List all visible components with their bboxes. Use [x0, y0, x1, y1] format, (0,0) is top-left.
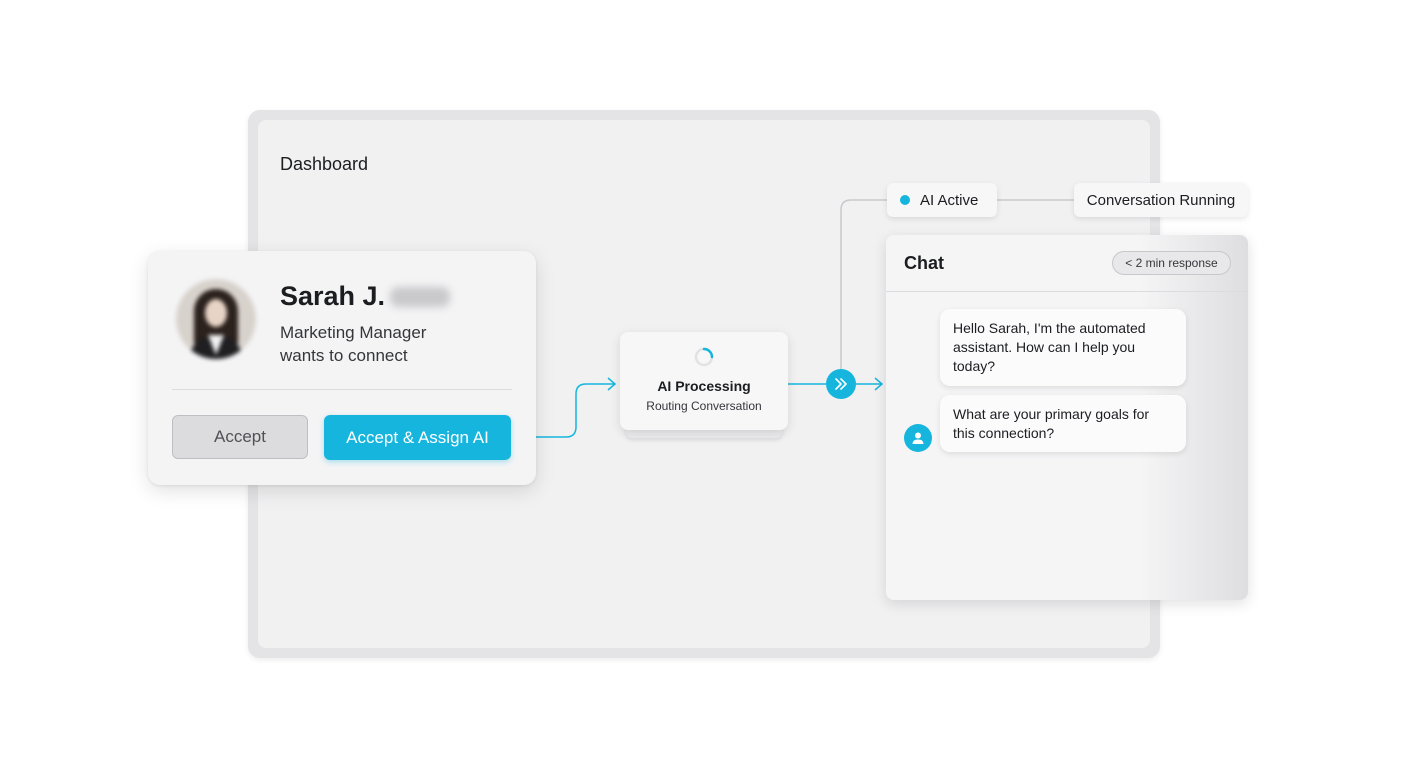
connector-status-branch: [840, 199, 887, 369]
profile-name: Sarah J.: [280, 281, 386, 311]
processing-subtitle: Routing Conversation: [646, 399, 762, 413]
ai-active-status: AI Active: [887, 183, 997, 217]
accept-assign-ai-button[interactable]: Accept & Assign AI: [324, 415, 511, 460]
ai-processing-card: AI Processing Routing Conversation: [620, 332, 788, 430]
connection-request-card: Sarah J. Marketing Manager wants to conn…: [148, 251, 536, 485]
user-icon: [912, 432, 924, 444]
profile-role-line-2: wants to connect: [280, 346, 408, 365]
connector-profile-to-processing: [511, 383, 614, 438]
processing-title: AI Processing: [657, 378, 751, 394]
profile-divider: [172, 389, 512, 390]
forward-node[interactable]: [826, 369, 856, 399]
dashboard-title: Dashboard: [280, 154, 369, 174]
accept-button[interactable]: Accept: [172, 415, 308, 459]
chat-message: What are your primary goals for this con…: [940, 395, 1186, 452]
double-chevron-right-icon: [835, 378, 847, 390]
profile-role-line-1: Marketing Manager: [280, 323, 427, 342]
chat-message: Hello Sarah, I'm the automated assistant…: [940, 309, 1186, 386]
conversation-running-label: Conversation Running: [1086, 191, 1236, 209]
chat-divider: [886, 291, 1248, 292]
assistant-avatar: [904, 424, 932, 452]
chat-title: Chat: [904, 253, 944, 273]
conversation-running-status: Conversation Running: [1074, 183, 1248, 217]
ai-active-label: AI Active: [920, 191, 979, 209]
response-time-badge: < 2 min response: [1112, 251, 1231, 275]
loading-spinner-icon: [694, 347, 714, 367]
chat-panel: Chat < 2 min response Hello Sarah, I'm t…: [886, 235, 1248, 600]
profile-avatar: [176, 279, 256, 359]
arrowhead-processing: [607, 377, 617, 391]
arrowhead-chat: [874, 377, 884, 391]
profile-role: Marketing Manager wants to connect: [280, 321, 426, 367]
redacted-surname: [390, 287, 450, 307]
status-dot-icon: [900, 195, 910, 205]
